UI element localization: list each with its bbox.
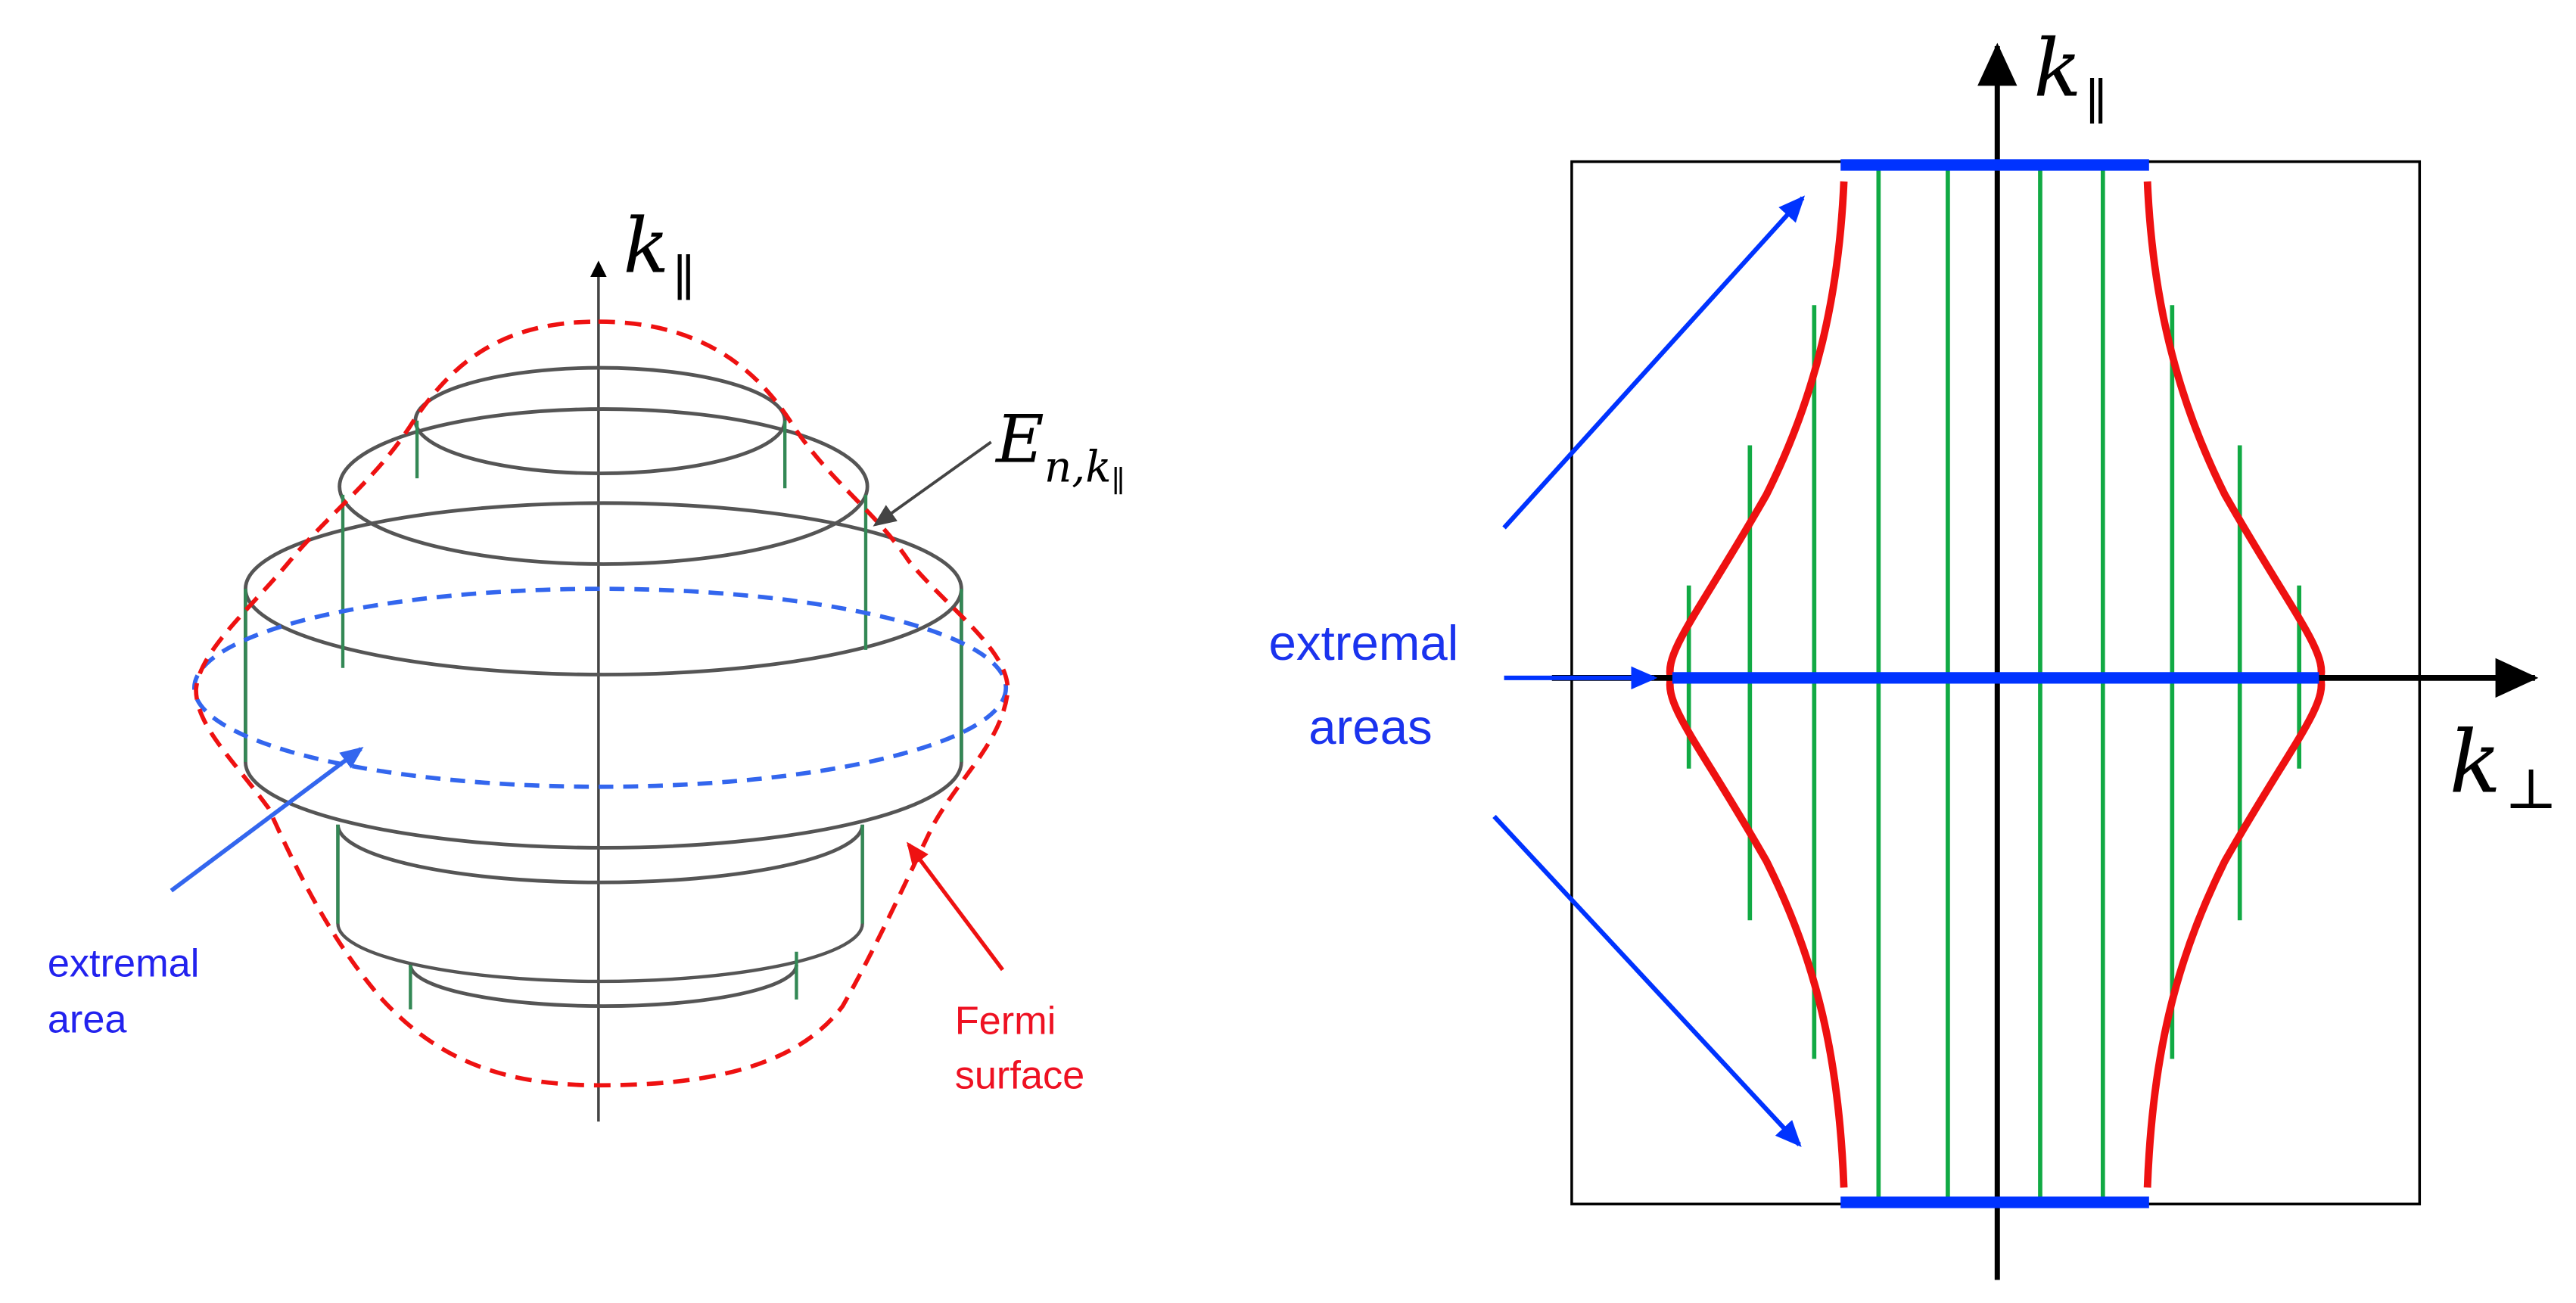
- extremal-arrows: [1492, 195, 1806, 1147]
- right-k-parallel-label: k∥: [2033, 22, 2108, 131]
- right-k-perpendicular-label: k⊥: [2450, 712, 2558, 822]
- extremal-area-ellipse: [191, 586, 1009, 789]
- energy-level-label: En,k∥: [994, 400, 1125, 499]
- left-k-parallel-label: k∥: [624, 202, 695, 308]
- fermi-surface-arrow: [907, 841, 1004, 972]
- energy-pointer-arrow: [873, 440, 992, 527]
- left-panel-3d-fermi-surface: k∥ En,k∥ extremal area Fermi surface: [48, 202, 1125, 1122]
- fermi-surface-outline: [194, 319, 1010, 1088]
- landau-tubes: [244, 365, 963, 1009]
- fermi-surface-label: Fermi surface: [955, 1000, 1084, 1098]
- extremal-areas-label: extremal areas: [1269, 615, 1473, 754]
- extremal-area-label: extremal area: [48, 941, 210, 1041]
- right-panel-cross-section: k∥ k⊥ extremal areas: [1269, 22, 2558, 1280]
- extremal-area-arrow: [170, 746, 364, 893]
- extremal-bars: [1672, 159, 2319, 1208]
- tube-edges: [244, 420, 963, 1010]
